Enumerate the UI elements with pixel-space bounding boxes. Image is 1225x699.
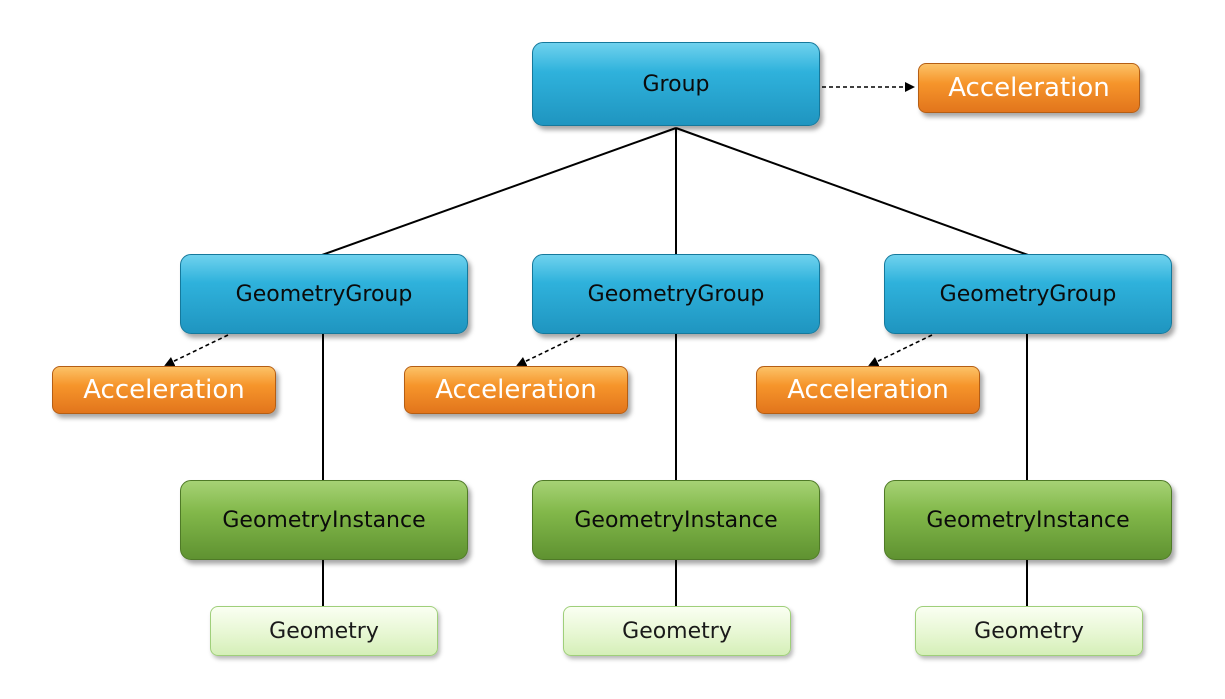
geometry-instance-1: GeometryInstance xyxy=(180,480,468,560)
acceleration-1: Acceleration xyxy=(52,366,276,414)
geometry-group-3: GeometryGroup xyxy=(884,254,1172,334)
geometry-group-2: GeometryGroup xyxy=(532,254,820,334)
geometry-instance-3: GeometryInstance xyxy=(884,480,1172,560)
geometry-3: Geometry xyxy=(915,606,1143,656)
edge-group-to-geometry-group-1 xyxy=(321,127,677,256)
geometry-2: Geometry xyxy=(563,606,791,656)
arrow-geometry-group-1-to-acceleration-1 xyxy=(164,334,229,367)
geometry-1: Geometry xyxy=(210,606,438,656)
acceleration-2: Acceleration xyxy=(404,366,628,414)
group-node: Group xyxy=(532,42,820,126)
edge-group-to-geometry-group-3 xyxy=(675,127,1029,256)
geometry-group-1: GeometryGroup xyxy=(180,254,468,334)
group-acceleration-node: Acceleration xyxy=(918,63,1140,113)
acceleration-3: Acceleration xyxy=(756,366,980,414)
geometry-instance-2: GeometryInstance xyxy=(532,480,820,560)
arrow-geometry-group-2-to-acceleration-2 xyxy=(516,334,581,367)
arrow-geometry-group-3-to-acceleration-3 xyxy=(868,334,933,367)
